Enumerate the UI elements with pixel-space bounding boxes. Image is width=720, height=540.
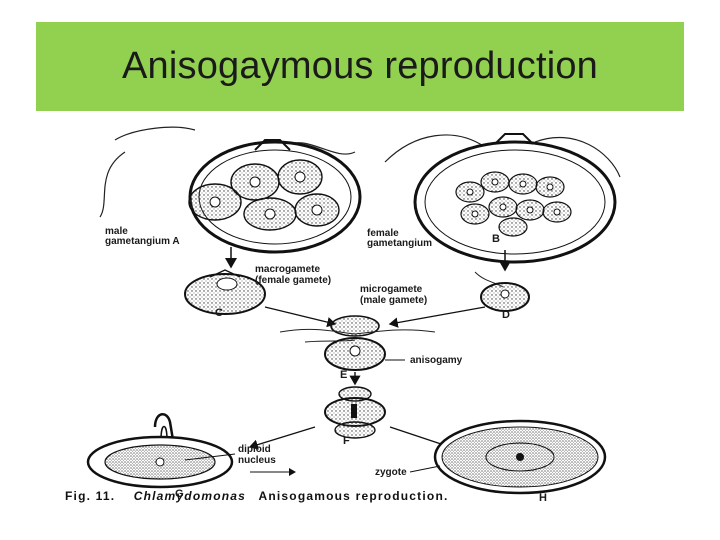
label-macro-line1: macrogamete bbox=[255, 264, 320, 275]
zygote-h bbox=[433, 419, 607, 495]
caption-fig-no: Fig. 11. bbox=[65, 489, 115, 503]
caption-genus: Chlamydomonas bbox=[134, 489, 246, 503]
label-zygote: zygote bbox=[375, 467, 407, 478]
label-micro-line1: microgamete bbox=[360, 284, 423, 295]
label-male-line1: male bbox=[105, 226, 128, 237]
label-female-line1: female bbox=[367, 228, 399, 239]
label-female-line2: gametangium bbox=[367, 238, 432, 249]
label-diploid-line1: diploid bbox=[238, 444, 271, 455]
label-letter-e: E bbox=[340, 369, 347, 381]
label-diploid-line2: nucleus bbox=[238, 455, 276, 466]
female-gametangium-cell bbox=[384, 133, 621, 264]
chlamydomonas-figure: male gametangium A female gametangium B … bbox=[55, 122, 670, 510]
title-bar: Anisogaymous reproduction bbox=[36, 22, 684, 111]
reproduction-diagram: male gametangium A female gametangium B … bbox=[65, 126, 621, 504]
label-micro-line2: (male gamete) bbox=[360, 295, 427, 306]
macrogamete-c bbox=[184, 269, 266, 315]
label-letter-g: G bbox=[175, 488, 184, 500]
figure-caption: Fig. 11. Chlamydomonas Anisogamous repro… bbox=[65, 487, 449, 504]
label-letter-f: F bbox=[343, 435, 350, 447]
label-letter-c: C bbox=[215, 307, 223, 319]
label-macro-line2: (female gamete) bbox=[255, 275, 331, 286]
label-letter-h: H bbox=[539, 492, 547, 504]
slide-title: Anisogaymous reproduction bbox=[121, 45, 599, 87]
anisogamy-fusion bbox=[279, 315, 436, 371]
label-letter-d: D bbox=[502, 309, 510, 321]
male-gametangium-cell bbox=[99, 126, 362, 254]
caption-rest: Anisogamous reproduction. bbox=[259, 489, 449, 503]
label-letter-b: B bbox=[492, 233, 500, 245]
label-male-line2: gametangium A bbox=[105, 236, 180, 247]
label-anisogamy: anisogamy bbox=[410, 355, 463, 366]
fusion-stage-f bbox=[324, 386, 386, 439]
microgamete-d bbox=[474, 271, 530, 312]
zygote-g bbox=[86, 413, 234, 489]
